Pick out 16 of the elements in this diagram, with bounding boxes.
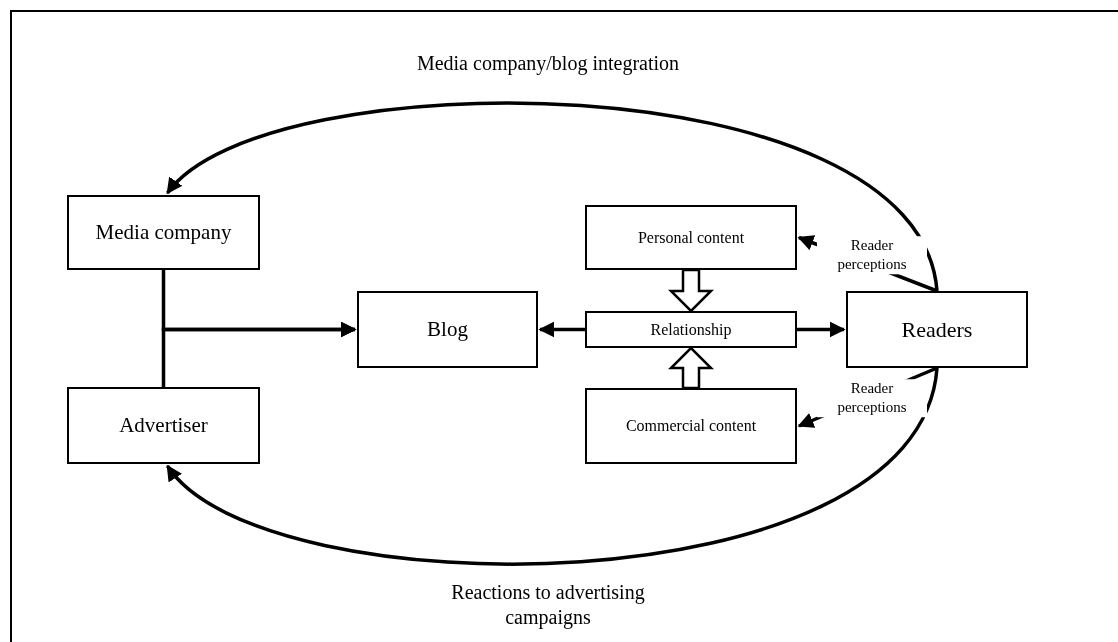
- arrow: [538, 321, 585, 338]
- arrow: [797, 321, 846, 338]
- arrow: [166, 101, 939, 292]
- block-arrow: [668, 346, 714, 390]
- edge-label: Reader perceptions: [817, 236, 927, 274]
- edge-label: Reader perceptions: [817, 379, 927, 417]
- arrow: [161, 321, 357, 387]
- block-arrow: [668, 268, 714, 313]
- process-box: Media company: [67, 195, 260, 270]
- process-box: Commercial content: [585, 388, 797, 464]
- process-box: Personal content: [585, 205, 797, 270]
- arrow: [166, 367, 939, 566]
- process-box: Advertiser: [67, 387, 260, 464]
- process-box: Blog: [357, 291, 538, 368]
- process-box: Relationship: [585, 311, 797, 348]
- process-box: Readers: [846, 291, 1028, 368]
